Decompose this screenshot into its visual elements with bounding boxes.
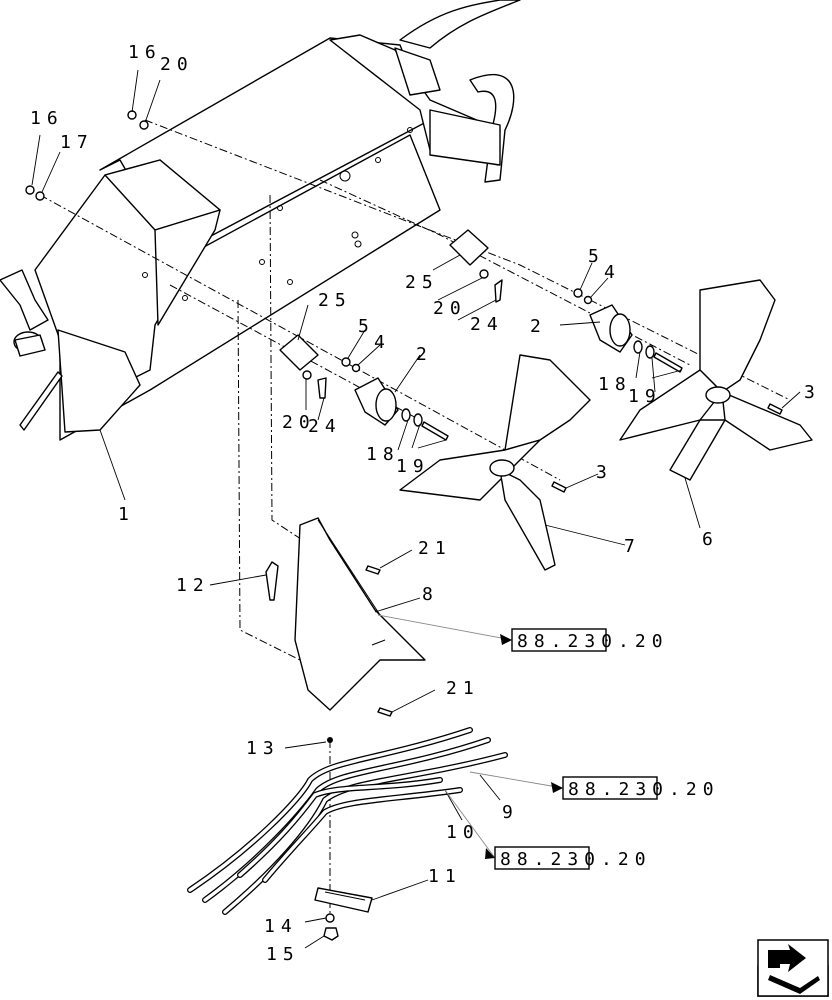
callout-5-right: 5 [588, 246, 605, 267]
callout-20-low: 20 [282, 412, 316, 433]
callout-10: 10 [446, 822, 480, 843]
svg-text:88.230.20: 88.230.20 [500, 849, 652, 870]
callout-2-left: 2 [416, 344, 433, 365]
deflector-shield-8 [294, 517, 426, 711]
callout-12: 12 [176, 575, 210, 596]
callout-9: 9 [502, 802, 519, 823]
callout-24-mid: 24 [470, 314, 504, 335]
callout-20-top: 20 [160, 54, 194, 75]
main-housing [0, 34, 501, 441]
callout-16-left: 16 [30, 108, 64, 129]
callout-16-top: 16 [128, 42, 162, 63]
callout-11: 11 [428, 866, 462, 887]
callout-7: 7 [624, 536, 641, 557]
callout-4-right: 4 [604, 262, 621, 283]
callout-25-right: 25 [405, 272, 439, 293]
return-arrow-icon[interactable] [757, 939, 829, 997]
impeller-6 [619, 279, 813, 481]
callout-24-low: 24 [308, 416, 342, 437]
callout-19-left: 19 [396, 456, 430, 477]
callout-5-left: 5 [358, 316, 375, 337]
callout-1: 1 [118, 504, 135, 525]
svg-text:88.230.20: 88.230.20 [568, 779, 720, 800]
callout-18-left: 18 [366, 444, 400, 465]
callout-13: 13 [246, 738, 280, 759]
callout-21-top: 21 [418, 538, 452, 559]
leader-lines [31, 69, 801, 949]
callout-8: 8 [422, 584, 439, 605]
callout-21-low: 21 [446, 678, 480, 699]
callout-3-left: 3 [596, 462, 613, 483]
callout-25-left: 25 [318, 290, 352, 311]
callout-6: 6 [702, 529, 719, 550]
callout-17: 17 [60, 132, 94, 153]
reference-box-1[interactable]: 88.230.20 [511, 628, 669, 652]
reference-box-2[interactable]: 88.230.20 [562, 776, 720, 800]
callout-20-mid: 20 [433, 298, 467, 319]
reference-box-3[interactable]: 88.230.20 [494, 846, 652, 870]
callout-14: 14 [264, 916, 298, 937]
hardware [25, 110, 783, 941]
hydraulic-hoses [399, 0, 521, 183]
callout-2-right: 2 [530, 316, 547, 337]
reference-arrows [377, 614, 564, 859]
callout-4-left: 4 [374, 332, 391, 353]
spring-tines [187, 727, 508, 915]
callout-15: 15 [266, 944, 300, 965]
callout-labels: 16 20 16 17 1 25 25 20 24 5 4 5 4 2 2 18… [30, 42, 821, 965]
impeller-7 [399, 354, 591, 571]
svg-text:88.230.20: 88.230.20 [517, 631, 669, 652]
callout-18-right: 18 [598, 374, 632, 395]
callout-19-right: 19 [628, 386, 662, 407]
callout-3-right: 3 [804, 382, 821, 403]
